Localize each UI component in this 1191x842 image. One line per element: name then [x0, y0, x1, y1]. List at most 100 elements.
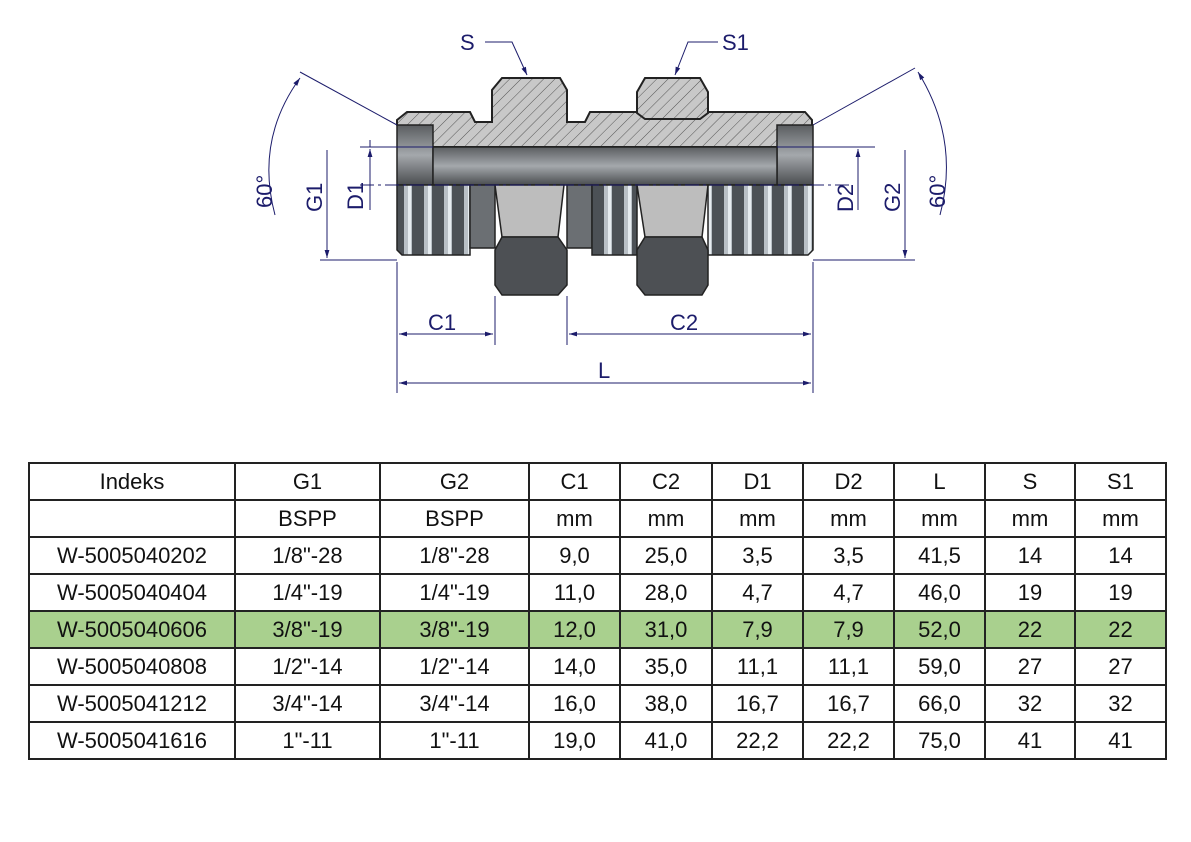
table-cell: 19,0 [528, 721, 621, 760]
fitting-drawing: S S1 G1 D1 D2 G2 60° 60° C1 C2 L [252, 30, 950, 393]
table-cell: 31,0 [619, 610, 713, 649]
table-cell: mm [802, 499, 895, 538]
label-d2: D2 [833, 184, 858, 212]
table-cell: W-5005041616 [28, 721, 236, 760]
table-cell: 19 [984, 573, 1076, 612]
table-cell: 1"-11 [379, 721, 530, 760]
table-cell: mm [984, 499, 1076, 538]
table-cell: S1 [1074, 462, 1167, 501]
table-cell: 12,0 [528, 610, 621, 649]
table-cell: 14 [984, 536, 1076, 575]
table-cell: 11,0 [528, 573, 621, 612]
table-cell: C1 [528, 462, 621, 501]
table-cell: 11,1 [711, 647, 804, 686]
label-angle-right: 60° [925, 175, 950, 208]
table-cell: 4,7 [711, 573, 804, 612]
table-cell: 1/8"-28 [234, 536, 381, 575]
table-cell: 22,2 [711, 721, 804, 760]
label-c1: C1 [428, 310, 456, 335]
table-cell: S [984, 462, 1076, 501]
table-cell: 9,0 [528, 536, 621, 575]
table-cell: 32 [1074, 684, 1167, 723]
table-cell: 27 [1074, 647, 1167, 686]
table-cell: 16,7 [802, 684, 895, 723]
table-cell: D1 [711, 462, 804, 501]
table-cell: 1/8"-28 [379, 536, 530, 575]
table-cell: mm [619, 499, 713, 538]
label-d1: D1 [343, 182, 368, 210]
table-cell: 75,0 [893, 721, 986, 760]
table-cell: W-5005040808 [28, 647, 236, 686]
table-cell: 14 [1074, 536, 1167, 575]
table-cell: Indeks [28, 462, 236, 501]
table-cell: 35,0 [619, 647, 713, 686]
table-cell: C2 [619, 462, 713, 501]
table-cell: 14,0 [528, 647, 621, 686]
table-cell: W-5005041212 [28, 684, 236, 723]
table-cell: 1"-11 [234, 721, 381, 760]
table-cell: W-5005040404 [28, 573, 236, 612]
table-cell: 41,0 [619, 721, 713, 760]
table-cell: G1 [234, 462, 381, 501]
table-cell: W-5005040202 [28, 536, 236, 575]
table-cell: 3,5 [802, 536, 895, 575]
table-cell: BSPP [379, 499, 530, 538]
label-g2: G2 [880, 183, 905, 212]
table-cell: 41 [984, 721, 1076, 760]
table-cell: 7,9 [711, 610, 804, 649]
table-cell: 1/2"-14 [234, 647, 381, 686]
table-cell [28, 499, 236, 538]
table-cell: 11,1 [802, 647, 895, 686]
table-cell: 3/8"-19 [379, 610, 530, 649]
table-cell: L [893, 462, 986, 501]
table-cell: 16,0 [528, 684, 621, 723]
table-cell: 4,7 [802, 573, 895, 612]
table-cell: 3,5 [711, 536, 804, 575]
table-cell: 1/4"-19 [379, 573, 530, 612]
table-cell: BSPP [234, 499, 381, 538]
table-cell: 59,0 [893, 647, 986, 686]
table-cell: 41 [1074, 721, 1167, 760]
table-cell: 52,0 [893, 610, 986, 649]
table-cell: 32 [984, 684, 1076, 723]
table-cell: 19 [1074, 573, 1167, 612]
dimension-lines [268, 41, 947, 393]
table-cell: mm [1074, 499, 1167, 538]
table-cell: 3/8"-19 [234, 610, 381, 649]
table-cell: 3/4"-14 [379, 684, 530, 723]
label-s1: S1 [722, 30, 749, 55]
table-cell: 22 [984, 610, 1076, 649]
label-angle-left: 60° [252, 175, 277, 208]
table-cell: 41,5 [893, 536, 986, 575]
table-cell: 28,0 [619, 573, 713, 612]
table-cell: mm [528, 499, 621, 538]
table-cell: 1/4"-19 [234, 573, 381, 612]
table-cell: 27 [984, 647, 1076, 686]
table-cell: 7,9 [802, 610, 895, 649]
fitting-section [396, 77, 814, 296]
label-l: L [598, 358, 610, 383]
table-cell: 46,0 [893, 573, 986, 612]
table-cell: G2 [379, 462, 530, 501]
label-c2: C2 [670, 310, 698, 335]
table-cell: mm [893, 499, 986, 538]
table-cell: 25,0 [619, 536, 713, 575]
label-s: S [460, 30, 475, 55]
table-cell: W-5005040606 [28, 610, 236, 649]
table-cell: 16,7 [711, 684, 804, 723]
table-cell: 1/2"-14 [379, 647, 530, 686]
table-cell: D2 [802, 462, 895, 501]
table-cell: 22,2 [802, 721, 895, 760]
table-cell: 66,0 [893, 684, 986, 723]
table-cell: 3/4"-14 [234, 684, 381, 723]
